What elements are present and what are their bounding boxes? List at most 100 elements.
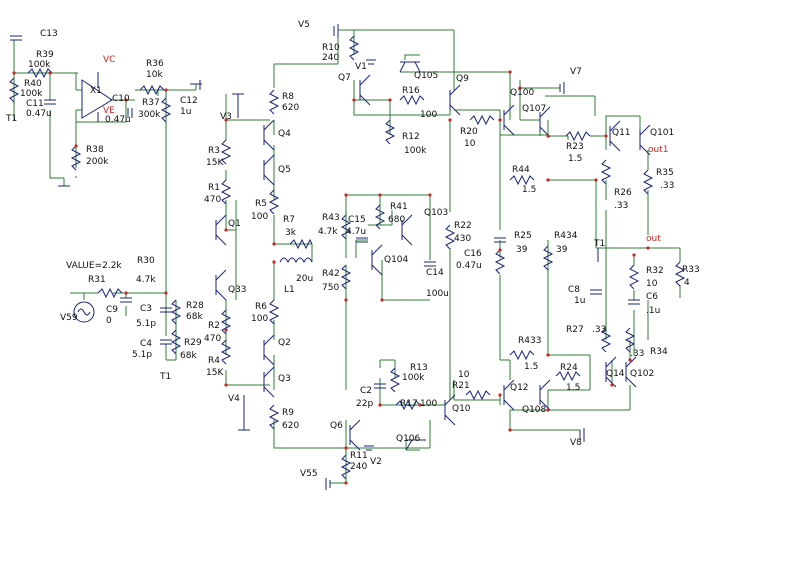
label-q102: Q102 [630,369,654,379]
label-r24: R24 [560,363,578,373]
resistor-r36 [139,84,165,96]
resistor-r20 [469,114,495,126]
label-q14: Q14 [606,369,625,379]
label-q2: Q2 [278,338,291,348]
label-c15-value: 4.7u [346,227,366,237]
resistor-r22 [444,224,456,250]
label-r44-value: 1.5 [522,185,536,195]
label-c10-value: 0.47u [105,115,131,125]
label-r20-value: 10 [464,139,476,149]
label-r31: R31 [88,275,106,285]
resistor-r41 [374,204,386,230]
label-t1-c: T1 [593,239,605,249]
label-v2: V2 [370,457,382,467]
transistor-q11 [609,120,621,152]
label-q33: Q33 [228,285,247,295]
transistor-q9 [449,84,461,116]
label-r35-value: .33 [660,181,674,191]
resistor-r6 [268,299,280,325]
label-c6: C6 [646,292,658,302]
resistor-r34 [624,327,636,353]
ground-symbol [58,185,250,431]
resistor-r5 [268,189,280,215]
label-r3: R3 [208,146,220,156]
resistor-r13 [389,367,401,393]
components [8,24,686,490]
label-out: out [646,234,661,244]
resistor-r26 [600,159,612,185]
label-r2-value: 470 [204,334,221,344]
capacitor-c14 [424,261,436,267]
label-r37: R37 [142,98,160,108]
resistor-r8 [268,89,280,115]
resistor-r433 [509,349,535,361]
label-r4: R4 [208,356,220,366]
label-r12: R12 [402,132,420,142]
label-r42: R42 [322,269,340,279]
label-r41-value: 680 [388,215,405,225]
resistor-r10 [348,35,360,61]
label-r30: R30 [137,256,155,266]
transistor-q104 [371,244,383,276]
label-r41: R41 [390,202,408,212]
resistor-r28 [170,299,182,325]
label-q5: Q5 [278,165,291,175]
label-r29-value: 68k [180,351,197,361]
label-r33-value: 4 [684,278,690,288]
label-c8-value: 1u [574,296,585,306]
label-r3-value: 15K [206,158,224,168]
schematic-labels: C13 R39 100k R40 100k C11 0.47u T1 X1 VC… [5,20,700,479]
transistor-q2 [263,334,275,366]
label-vc: VC [103,55,115,65]
label-q12: Q12 [510,383,529,393]
transistor-q108 [539,379,551,411]
label-c13: C13 [40,29,58,39]
label-c14-value: 100u [426,289,449,299]
label-r24-value: 1.5 [566,383,580,393]
label-r33: R33 [682,265,700,275]
label-c10: C10 [112,94,130,104]
resistor-r35 [642,169,654,195]
source-v59 [73,301,95,323]
label-r27-value: .33 [592,325,606,335]
label-r34-value: .33 [630,349,644,359]
resistor-r21 [465,389,491,401]
resistor-r23 [565,130,591,142]
label-r9-value: 620 [282,421,299,431]
capacitor-c8 [590,289,602,295]
label-q101: Q101 [650,128,674,138]
resistor-r16 [399,94,425,106]
transistor-q7 [359,74,371,106]
label-c2-value: 22p [356,399,373,409]
label-q10: Q10 [452,404,471,414]
label-r44: R44 [512,165,530,175]
resistor-r33 [674,261,686,287]
opamp-x1 [81,72,113,122]
resistor-r40 [8,77,20,103]
label-r40-value: 100k [20,89,43,99]
transistor-q33 [215,269,227,301]
resistor-r37 [160,97,172,123]
resistor-r9 [268,404,280,430]
label-r25-value: 39 [516,245,528,255]
resistor-r29 [170,329,182,355]
label-r40: R40 [24,79,42,89]
label-v59: V59 [60,313,78,323]
label-r29: R29 [184,338,202,348]
transistor-q106 [405,439,426,451]
label-r7-value: 3k [285,228,297,238]
label-q1: Q1 [228,219,241,229]
source-v1 [366,59,376,65]
resistor-r1 [220,179,232,205]
label-r6-value: 100 [251,314,268,324]
inductor-l1 [279,257,313,264]
label-r16: R16 [402,86,420,96]
label-r39: R39 [36,50,54,60]
label-r17-value: 100 [420,399,437,409]
resistor-r43 [340,214,352,240]
label-c8: C8 [568,285,580,295]
transistor-q12 [503,379,515,411]
label-c3-value: 5.1p [136,319,156,329]
label-c11: C11 [26,99,44,109]
transistor-q4 [263,119,275,151]
